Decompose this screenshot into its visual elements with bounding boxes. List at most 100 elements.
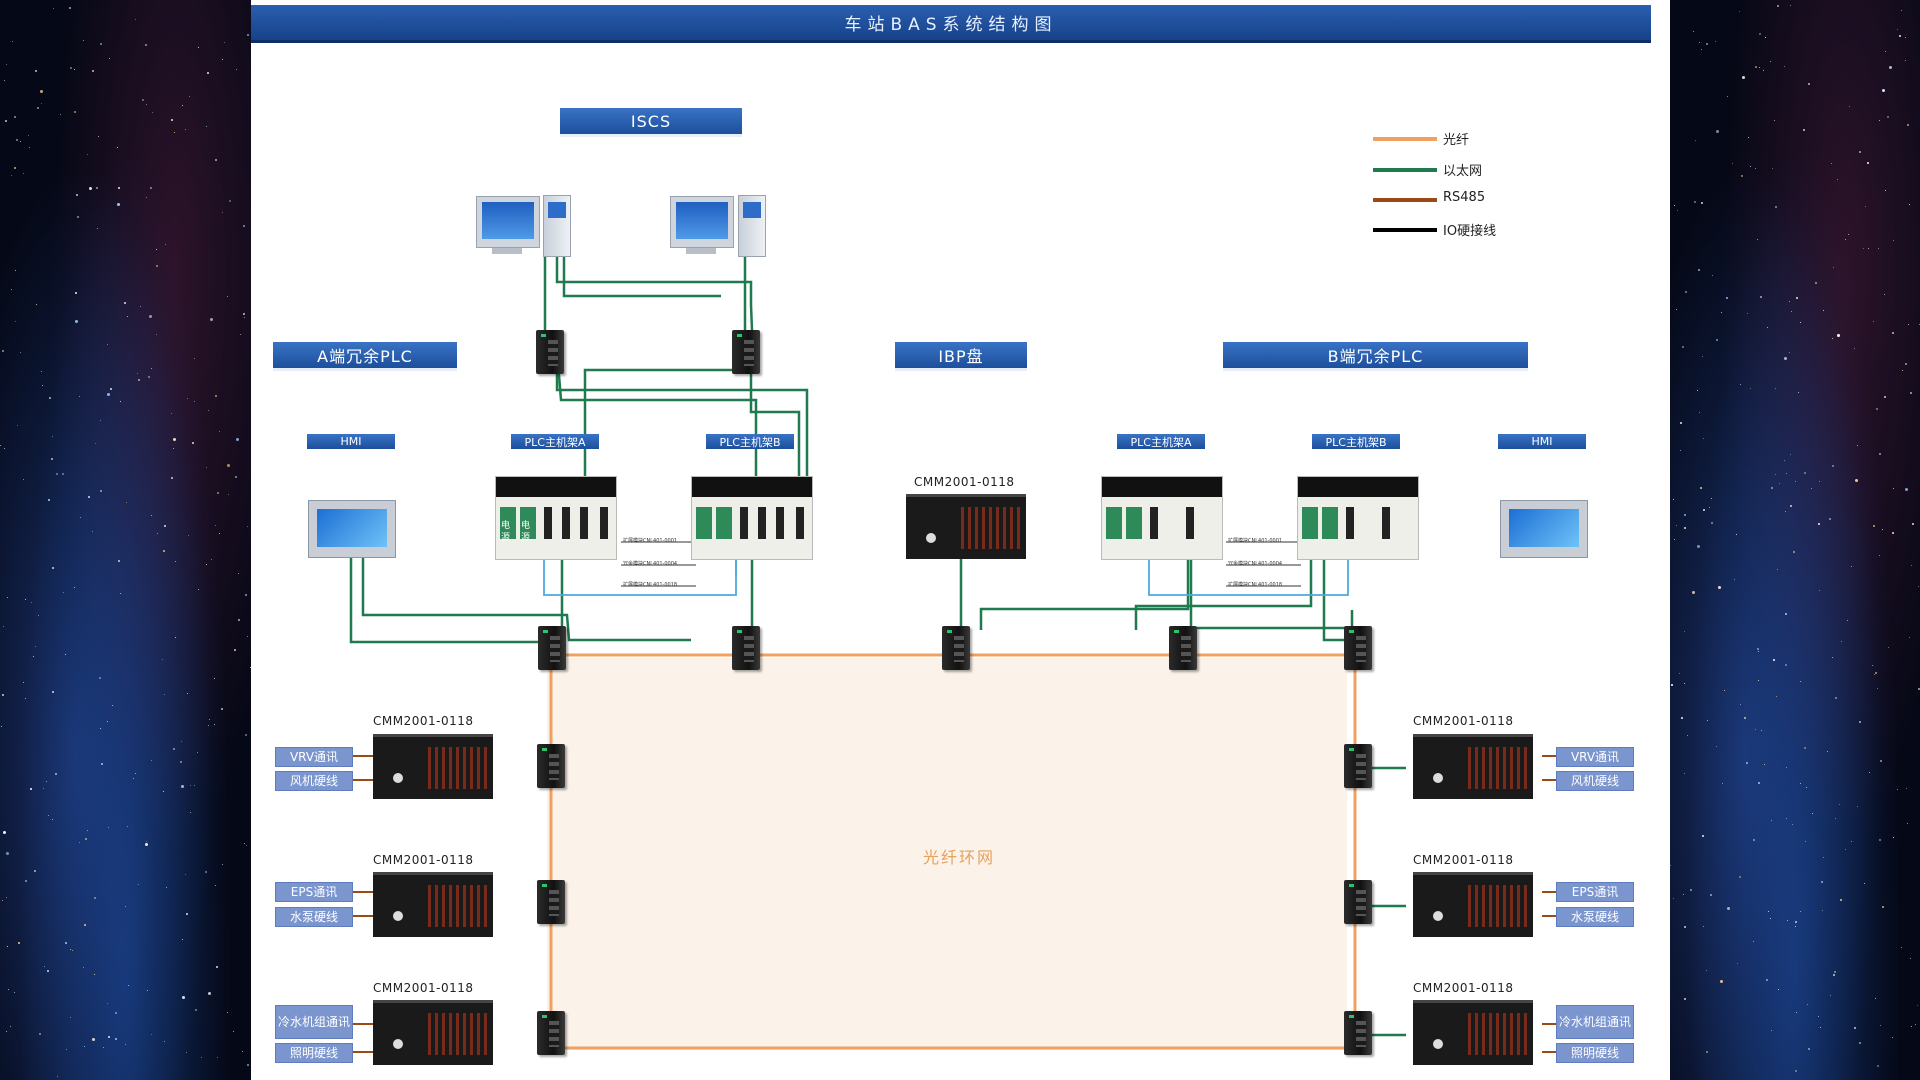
star-icon [1737, 963, 1738, 964]
star-icon [1750, 166, 1751, 167]
star-icon [127, 316, 128, 317]
star-icon [1864, 883, 1865, 884]
star-icon [1823, 310, 1824, 311]
right-cmm-model-1: CMM2001-0118 [1413, 714, 1514, 728]
legend-label: 光纤 [1443, 129, 1469, 148]
star-icon [197, 752, 198, 753]
star-icon [1676, 525, 1677, 526]
star-icon [173, 438, 176, 441]
star-icon [11, 175, 12, 176]
star-icon [17, 425, 18, 426]
star-icon [1, 726, 2, 727]
star-icon [38, 615, 39, 616]
star-icon [120, 401, 121, 402]
star-icon [1784, 357, 1787, 360]
switch-icon [537, 880, 565, 924]
switch-icon [1344, 626, 1372, 670]
star-icon [1715, 41, 1716, 42]
star-icon [92, 1038, 95, 1041]
star-icon [247, 636, 248, 637]
star-icon [53, 8, 54, 9]
star-icon [16, 139, 18, 141]
star-icon [182, 996, 185, 999]
star-icon [1795, 1070, 1797, 1072]
star-icon [1703, 926, 1704, 927]
star-icon [245, 594, 247, 596]
star-icon [1744, 717, 1746, 719]
star-icon [1841, 641, 1842, 642]
star-icon [1877, 688, 1878, 689]
star-icon [57, 1076, 58, 1077]
star-icon [1790, 454, 1791, 455]
star-icon [228, 494, 229, 495]
star-icon [1687, 735, 1688, 736]
star-icon [1721, 312, 1722, 313]
star-icon [137, 373, 138, 374]
star-icon [4, 448, 5, 449]
star-icon [1790, 5, 1791, 6]
rs485-lines [351, 756, 1556, 1052]
star-icon [156, 249, 157, 250]
star-icon [1785, 511, 1786, 512]
star-icon [23, 173, 24, 174]
star-icon [214, 724, 215, 725]
star-icon [18, 942, 20, 944]
star-icon [20, 141, 21, 142]
io-tag-left: 冷水机组通讯 [275, 1005, 353, 1039]
star-icon [1727, 96, 1728, 97]
star-icon [1795, 921, 1797, 923]
star-icon [63, 592, 64, 593]
star-icon [138, 379, 140, 381]
star-icon [192, 442, 194, 444]
star-icon [1796, 1012, 1797, 1013]
star-icon [135, 773, 136, 774]
star-icon [6, 1031, 7, 1032]
star-icon [1740, 384, 1741, 385]
star-icon [1854, 1027, 1856, 1029]
star-icon [1684, 514, 1686, 516]
star-icon [1888, 647, 1889, 648]
star-icon [1868, 248, 1869, 249]
star-icon [1757, 239, 1758, 240]
star-icon [49, 397, 51, 399]
star-icon [233, 1031, 234, 1032]
star-icon [234, 649, 236, 651]
star-icon [1808, 83, 1810, 85]
star-icon [1910, 392, 1912, 394]
right-cmm-model-2: CMM2001-0118 [1413, 853, 1514, 867]
star-icon [125, 906, 126, 907]
star-icon [1770, 918, 1771, 919]
star-icon [70, 1017, 71, 1018]
star-icon [1779, 483, 1780, 484]
star-icon [1775, 474, 1776, 475]
star-icon [1684, 631, 1685, 632]
plc-rack-a-right [1101, 476, 1223, 560]
star-icon [146, 841, 147, 842]
io-tag-right: 照明硬线 [1556, 1043, 1634, 1063]
star-icon [101, 763, 103, 765]
workstation-tower-icon [543, 195, 571, 257]
star-icon [1739, 876, 1741, 878]
star-icon [83, 967, 84, 968]
star-icon [1892, 1037, 1893, 1038]
star-icon [1726, 297, 1728, 299]
star-icon [92, 531, 93, 532]
star-icon [77, 216, 79, 218]
starfield-left [0, 0, 251, 1080]
star-icon [84, 924, 86, 926]
star-icon [1694, 201, 1696, 203]
plc-b-left-label: PLC主机架B [706, 434, 794, 449]
iscs-label: ISCS [560, 108, 742, 134]
star-icon [1670, 865, 1671, 866]
legend-item-rs485: RS485 [1373, 189, 1573, 209]
star-icon [115, 1038, 117, 1040]
workstation-monitor-icon [670, 196, 734, 248]
star-icon [52, 691, 54, 693]
star-icon [46, 781, 47, 782]
star-icon [1755, 66, 1757, 68]
star-icon [1736, 534, 1737, 535]
star-icon [1701, 49, 1702, 50]
star-icon [1790, 505, 1792, 507]
plc-rack-a-left [495, 476, 617, 560]
ibp-model-label: CMM2001-0118 [914, 475, 1015, 489]
